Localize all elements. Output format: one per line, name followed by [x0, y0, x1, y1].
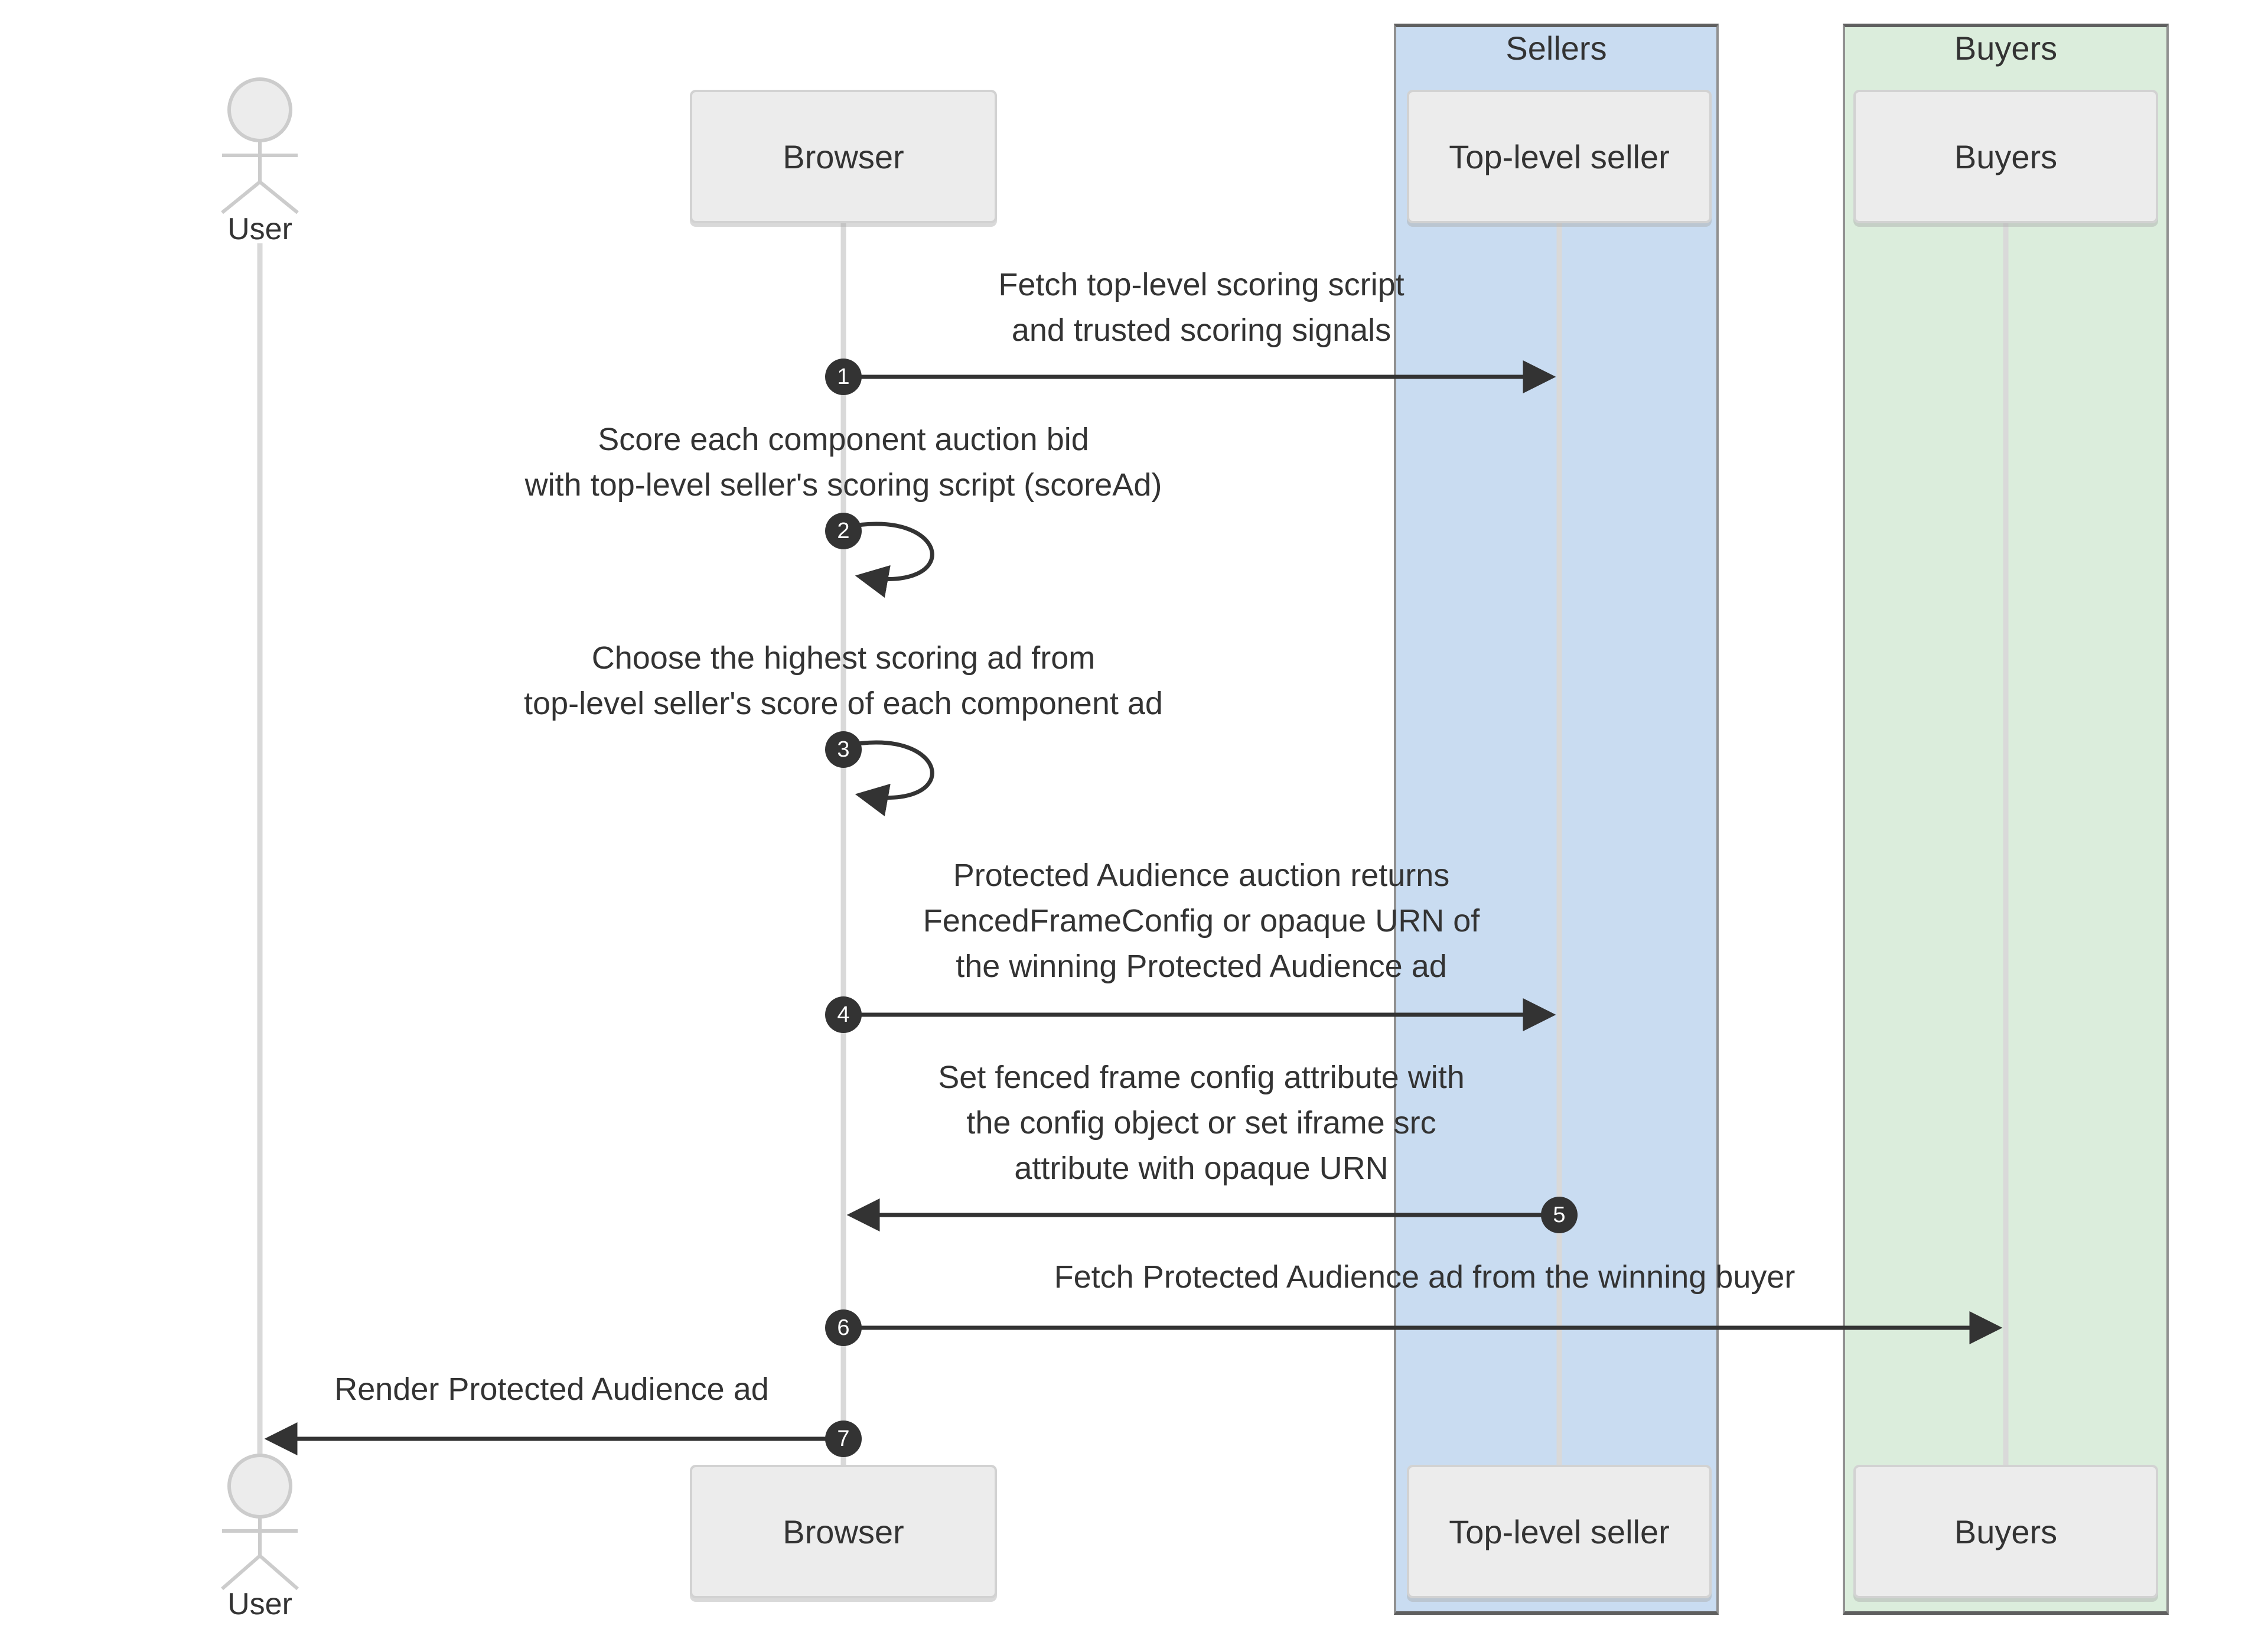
participant-top-level-seller-top: Top-level seller: [1407, 90, 1712, 223]
user-label-top: User: [227, 212, 292, 246]
user-actor-top-icon: [221, 77, 299, 214]
participant-top-level-seller-bottom-label: Top-level seller: [1449, 1513, 1670, 1550]
message-3-label: Choose the highest scoring ad from top-l…: [524, 640, 1163, 721]
sellers-group-lane: [1394, 24, 1719, 1615]
message-7-badge: 7: [825, 1421, 862, 1457]
participant-top-level-seller-bottom: Top-level seller: [1407, 1465, 1712, 1598]
user-label-bottom: User: [227, 1587, 292, 1621]
participant-buyers-bottom: Buyers: [1853, 1465, 2158, 1598]
participant-browser-top: Browser: [690, 90, 997, 223]
participant-browser-top-label: Browser: [783, 138, 904, 175]
message-5-badge: 5: [1541, 1197, 1578, 1233]
message-1-badge: 1: [825, 359, 862, 395]
message-3-badge: 3: [825, 731, 862, 768]
participant-browser-bottom: Browser: [690, 1465, 997, 1598]
participant-top-level-seller-top-label: Top-level seller: [1449, 138, 1670, 175]
message-4-label: Protected Audience auction returns Fence…: [923, 858, 1480, 984]
message-4-badge: 4: [825, 996, 862, 1033]
participant-browser-bottom-label: Browser: [783, 1513, 904, 1550]
message-6-badge: 6: [825, 1309, 862, 1346]
message-2-badge: 2: [825, 513, 862, 549]
participant-buyers-top-label: Buyers: [1954, 138, 2058, 175]
arrow-2-browser-self-loop: [846, 522, 934, 598]
participant-buyers-bottom-label: Buyers: [1954, 1513, 2058, 1550]
participant-buyers-top: Buyers: [1853, 90, 2158, 223]
arrow-3-browser-self-loop: [846, 740, 934, 816]
sellers-group-label: Sellers: [1506, 30, 1607, 67]
message-5-label: Set fenced frame config attribute with t…: [938, 1060, 1465, 1186]
user-actor-bottom-icon: [221, 1454, 299, 1591]
message-7-label: Render Protected Audience ad: [334, 1371, 769, 1407]
buyers-group-label: Buyers: [1954, 30, 2058, 67]
message-2-label: Score each component auction bid with to…: [524, 422, 1162, 503]
message-1-label: Fetch top-level scoring script and trust…: [998, 267, 1405, 348]
message-6-label: Fetch Protected Audience ad from the win…: [1054, 1259, 1795, 1295]
